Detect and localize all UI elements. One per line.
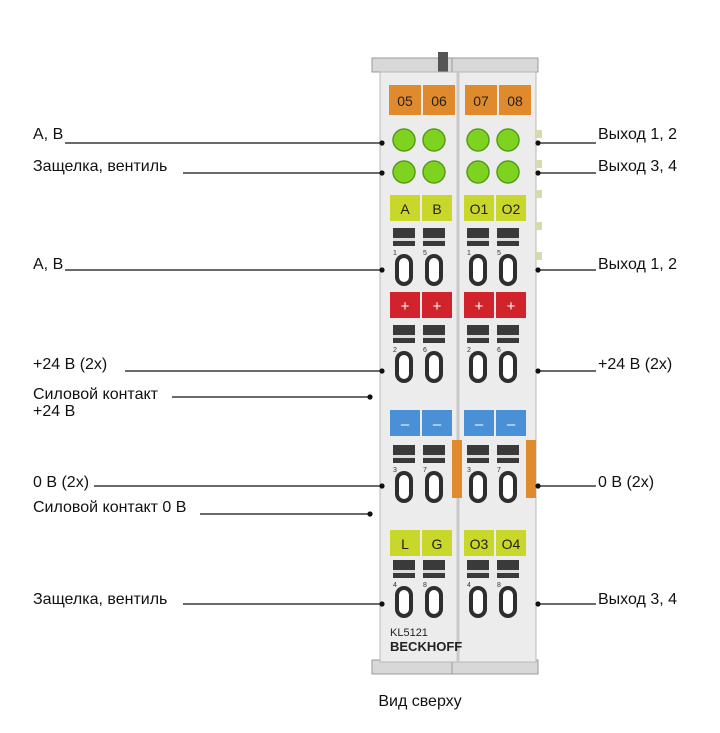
clamp-terminal[interactable]: 4: [467, 560, 489, 618]
power-contact-left: [452, 440, 462, 498]
label-left-power-zero: Силовой контакт 0 В: [33, 499, 187, 516]
label-right-out34-led: Выход 3, 4: [598, 158, 678, 175]
clamp-number: 7: [423, 467, 427, 474]
clamp-number: 1: [393, 250, 397, 257]
clamp-number: 4: [467, 582, 471, 589]
side-ribs: [536, 130, 542, 260]
clamp-number: 6: [497, 347, 501, 354]
top-clip: [371, 52, 539, 76]
clamp-number: 8: [423, 582, 427, 589]
label-right-out12-terminal: Выход 1, 2: [598, 256, 678, 273]
label-left-ab-terminal: A, B: [33, 256, 64, 273]
clamp-terminal[interactable]: 6: [423, 325, 445, 383]
clamp-terminal[interactable]: 7: [423, 445, 445, 503]
clamp-number: 5: [423, 250, 427, 257]
label-A: A: [400, 201, 410, 217]
minus-3: –: [475, 416, 484, 433]
channel-08: 08: [507, 93, 523, 109]
plus-3: +: [475, 298, 484, 315]
clamp-number: 7: [497, 467, 501, 474]
clamp-terminal[interactable]: 5: [497, 228, 519, 286]
plus-2: +: [433, 298, 442, 315]
bottom-clip: [371, 659, 539, 675]
plus-1: +: [401, 298, 410, 315]
clamp-number: 3: [393, 467, 397, 474]
clamp-terminal[interactable]: 1: [467, 228, 489, 286]
clamp-terminal[interactable]: 6: [497, 325, 519, 383]
label-right-plus24: +24 В (2x): [598, 356, 673, 373]
clamp-number: 5: [497, 250, 501, 257]
label-left-power-plus: Силовой контакт +24 В: [33, 386, 158, 420]
label-G: G: [432, 536, 443, 552]
label-left-latch-led: Защелка, вентиль: [33, 158, 168, 175]
clamp-number: 3: [467, 467, 471, 474]
plus-4: +: [507, 298, 516, 315]
status-leds: [392, 128, 520, 184]
clamp-terminal[interactable]: 5: [423, 228, 445, 286]
clamp-number: 2: [393, 347, 397, 354]
clamp-terminal[interactable]: 4: [393, 560, 415, 618]
clamp-terminal[interactable]: 8: [423, 560, 445, 618]
clamp-number: 2: [467, 347, 471, 354]
label-B: B: [432, 201, 441, 217]
clamp-terminal[interactable]: 7: [497, 445, 519, 503]
plus-labels: + + + +: [390, 292, 526, 318]
clamp-number: 8: [497, 582, 501, 589]
label-left-latch-terminal: Защелка, вентиль: [33, 591, 168, 608]
brand-name: BECKHOFF: [390, 639, 462, 654]
channel-07: 07: [473, 93, 489, 109]
clamp-number: 4: [393, 582, 397, 589]
model-number: KL5121: [390, 627, 428, 639]
label-O2: O2: [502, 201, 521, 217]
channel-number-labels: 05 06 07 08: [389, 85, 531, 115]
clamp-terminal[interactable]: 1: [393, 228, 415, 286]
clamp-terminal[interactable]: 3: [393, 445, 415, 503]
channel-06: 06: [431, 93, 447, 109]
clamp-terminal[interactable]: 2: [467, 325, 489, 383]
clamp-number: 1: [467, 250, 471, 257]
spring-clamp-terminals: 1 5 1 5 2 6 2 6 3 7 3 7 4 8 4 8: [393, 228, 519, 618]
clamp-terminal[interactable]: 8: [497, 560, 519, 618]
minus-labels: – – – –: [390, 410, 526, 436]
caption: Вид сверху: [378, 693, 462, 710]
signal-labels-row1: A B O1 O2: [390, 195, 526, 221]
label-right-out34-terminal: Выход 3, 4: [598, 591, 678, 608]
label-O1: O1: [470, 201, 489, 217]
label-O3: O3: [470, 536, 489, 552]
label-right-zero: 0 В (2x): [598, 474, 655, 491]
minus-1: –: [401, 416, 410, 433]
minus-4: –: [507, 416, 516, 433]
label-L: L: [401, 536, 409, 552]
minus-2: –: [433, 416, 442, 433]
power-contact-right: [526, 440, 536, 498]
signal-labels-row2: L G O3 O4: [390, 530, 526, 556]
clamp-terminal[interactable]: 2: [393, 325, 415, 383]
label-O4: O4: [502, 536, 521, 552]
label-left-zero: 0 В (2x): [33, 474, 90, 491]
clamp-number: 6: [423, 347, 427, 354]
label-left-plus24: +24 В (2x): [33, 356, 108, 373]
leader-lines: [65, 140, 596, 607]
label-left-ab-led: A, B: [33, 126, 64, 143]
clamp-terminal[interactable]: 3: [467, 445, 489, 503]
label-right-out12-led: Выход 1, 2: [598, 126, 678, 143]
channel-05: 05: [397, 93, 413, 109]
